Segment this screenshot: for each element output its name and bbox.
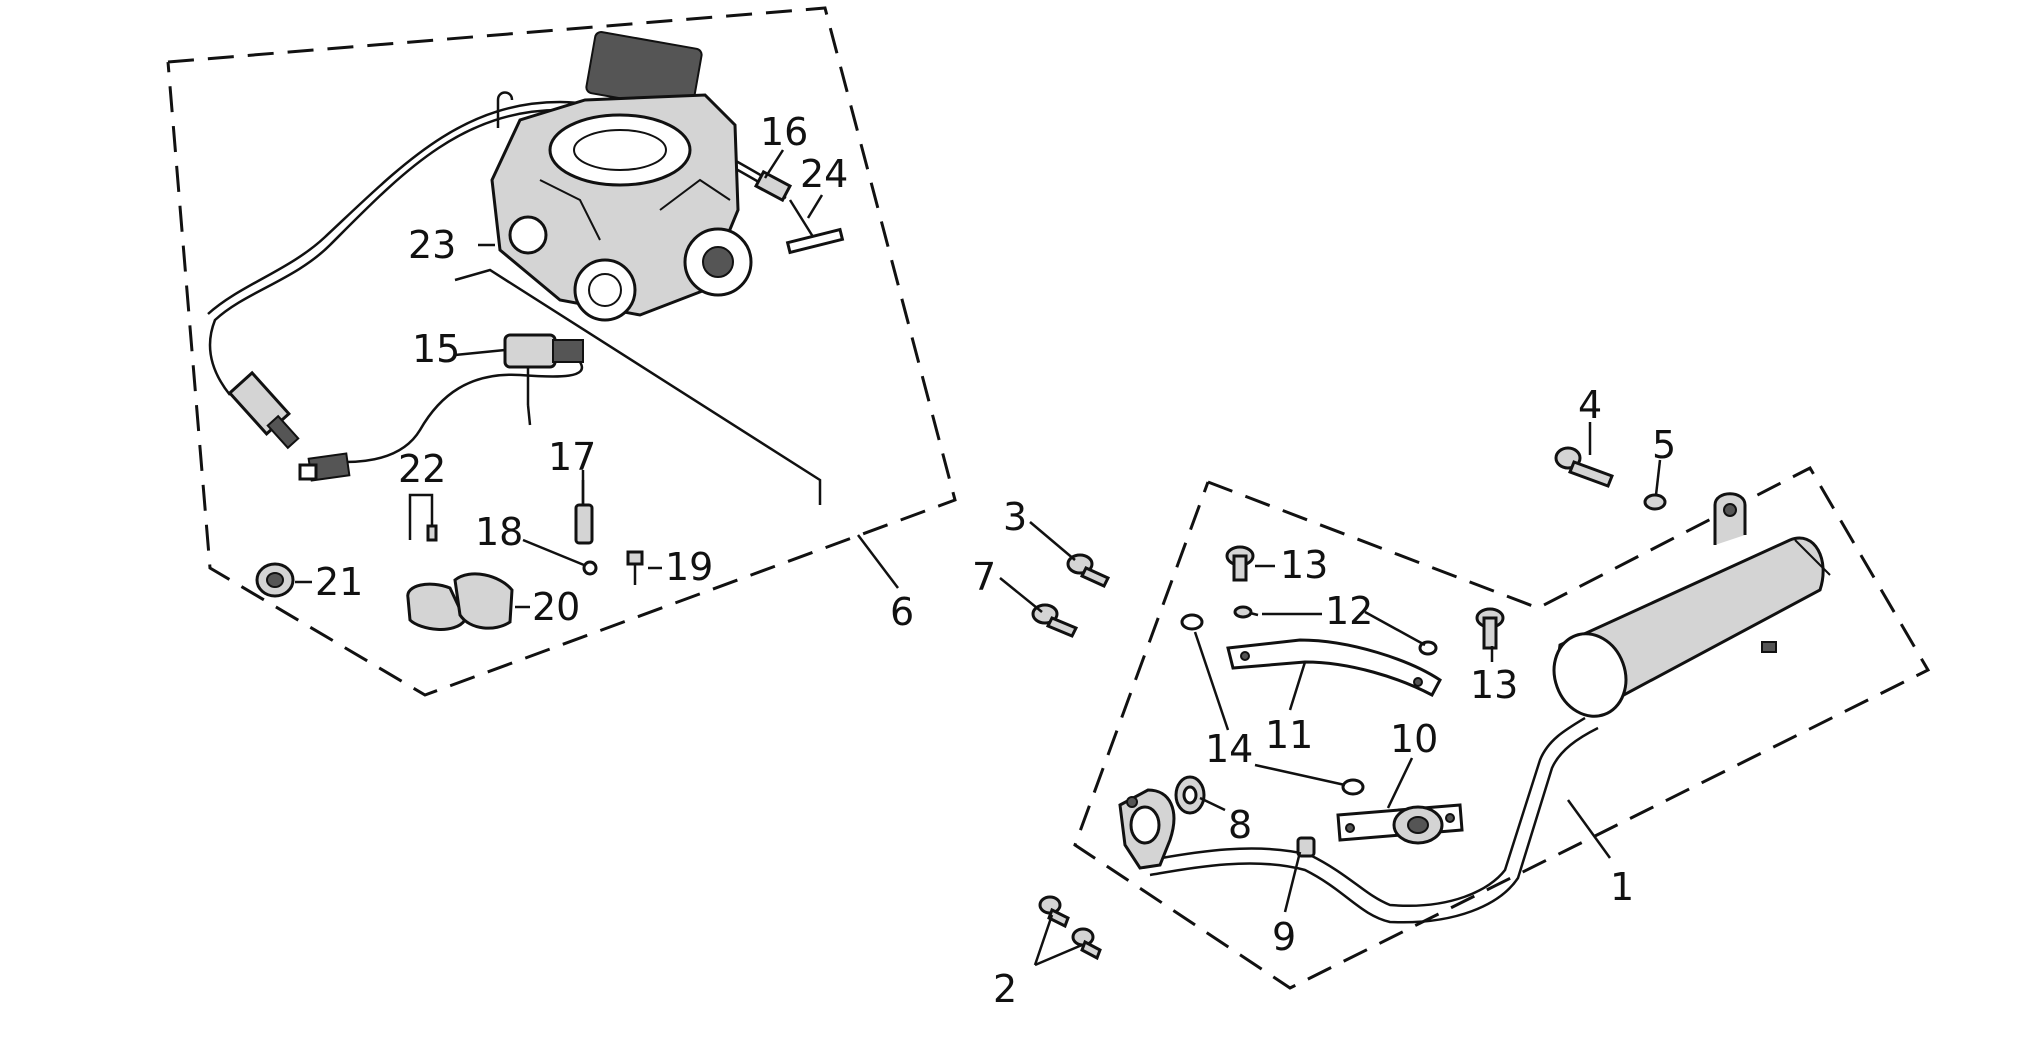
callout-15: 15 xyxy=(412,327,460,371)
callout-13-upper: 13 xyxy=(1280,543,1328,587)
callout-10: 10 xyxy=(1390,717,1438,761)
part-20-boot-pair xyxy=(406,572,514,631)
bracket-line xyxy=(454,268,822,505)
callout-21: 21 xyxy=(315,560,363,604)
callout-1: 1 xyxy=(1610,865,1634,909)
part-11-strap xyxy=(1226,638,1442,698)
leader-3 xyxy=(1029,521,1076,561)
callout-labels: 1 2 3 4 5 6 7 8 9 10 11 12 13 13 14 15 1… xyxy=(315,110,1676,1011)
callout-7: 7 xyxy=(972,555,996,599)
callout-11: 11 xyxy=(1265,713,1313,757)
callout-13-right: 13 xyxy=(1470,663,1518,707)
part-5-washer xyxy=(1643,493,1667,511)
leader-2b xyxy=(1034,943,1083,967)
choke-wire xyxy=(344,361,584,464)
part-21-nut xyxy=(255,562,295,598)
cable-hook xyxy=(496,91,514,128)
leader-9 xyxy=(1283,851,1302,913)
part-14-washer-lower xyxy=(1341,778,1365,796)
part-19-screw xyxy=(626,550,644,585)
part-4-bolt xyxy=(1554,446,1614,488)
leader-18 xyxy=(522,538,585,567)
callout-24: 24 xyxy=(800,152,848,196)
cable-adjuster xyxy=(753,169,793,203)
leader-2a xyxy=(1033,914,1054,966)
callout-17: 17 xyxy=(548,435,596,479)
callout-6: 6 xyxy=(890,590,914,634)
leader-24 xyxy=(806,194,824,219)
leader-8 xyxy=(1199,796,1226,812)
part-13-bolt-right xyxy=(1475,607,1505,650)
callout-3: 3 xyxy=(1003,495,1027,539)
carburetor-group-boundary xyxy=(166,6,957,697)
callout-16: 16 xyxy=(760,110,808,154)
carburetor-body xyxy=(490,31,753,322)
exhaust-flange xyxy=(1118,788,1176,870)
callout-23: 23 xyxy=(408,223,456,267)
leader-6 xyxy=(857,534,899,589)
part-15-choke xyxy=(503,333,584,426)
leader-14a xyxy=(1193,631,1230,731)
leader-1 xyxy=(1566,799,1612,859)
part-3-bolt xyxy=(1066,553,1111,588)
callout-9: 9 xyxy=(1272,915,1296,959)
leader-11 xyxy=(1288,661,1307,711)
part-22-terminal xyxy=(408,493,438,542)
part-13-bolt-upper xyxy=(1225,545,1255,582)
part-14-washer-upper xyxy=(1180,613,1204,631)
part-8-gasket xyxy=(1174,775,1206,815)
part-12-spring xyxy=(1233,605,1438,656)
part-9-fitting xyxy=(1296,836,1316,858)
callout-18: 18 xyxy=(475,510,523,554)
exhaust-pipe xyxy=(1149,716,1586,907)
part-10-bracket xyxy=(1336,803,1464,845)
part-24-fitting xyxy=(785,227,845,255)
leader-lines xyxy=(295,149,1662,967)
leader-16 xyxy=(763,149,785,179)
part-18-washer xyxy=(582,560,598,576)
carburetor-assembly-group xyxy=(166,6,957,697)
exhaust-assembly-group xyxy=(1073,466,1931,990)
callout-2: 2 xyxy=(993,967,1017,1011)
leader-5 xyxy=(1654,459,1662,496)
callout-14: 14 xyxy=(1205,727,1253,771)
callout-8: 8 xyxy=(1228,803,1252,847)
leader-12b xyxy=(1364,610,1426,647)
part-2-bolts xyxy=(1038,895,1102,961)
exhaust-group-boundary xyxy=(1073,466,1931,990)
leader-7 xyxy=(999,577,1043,613)
callout-22: 22 xyxy=(398,447,446,491)
callout-5: 5 xyxy=(1652,423,1676,467)
leader-10 xyxy=(1386,757,1414,809)
callout-20: 20 xyxy=(532,585,580,629)
callout-4: 4 xyxy=(1578,383,1602,427)
part-24-rod xyxy=(788,199,817,241)
muffler xyxy=(1552,492,1831,718)
leader-14b xyxy=(1254,763,1346,787)
callout-19: 19 xyxy=(665,545,713,589)
callout-12: 12 xyxy=(1325,589,1373,633)
leader-15 xyxy=(454,348,506,357)
